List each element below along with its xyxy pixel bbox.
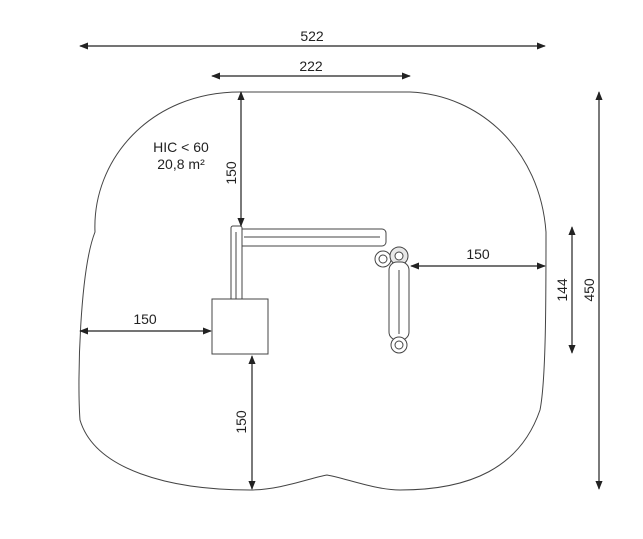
dim-right-clearance-label: 150 [466, 246, 490, 262]
dim-top-clearance-label: 150 [223, 161, 239, 185]
area-label: 20,8 m² [157, 156, 205, 172]
dim-left-clearance-label: 150 [133, 311, 157, 327]
base-plate [211, 298, 269, 355]
dim-hanger-length-label: 144 [554, 278, 570, 302]
dim-beam-length-label: 222 [299, 58, 323, 74]
hic-label: HIC < 60 [153, 139, 209, 155]
dim-overall-height-label: 450 [581, 278, 597, 302]
top-ring-inner [378, 254, 388, 264]
safety-zone-outline [78, 91, 547, 491]
dim-bottom-clearance-label: 150 [233, 410, 249, 434]
bottom-ring-inner [394, 340, 404, 350]
dim-overall-width-label: 522 [300, 28, 324, 44]
swivel-joint-inner [394, 251, 404, 261]
